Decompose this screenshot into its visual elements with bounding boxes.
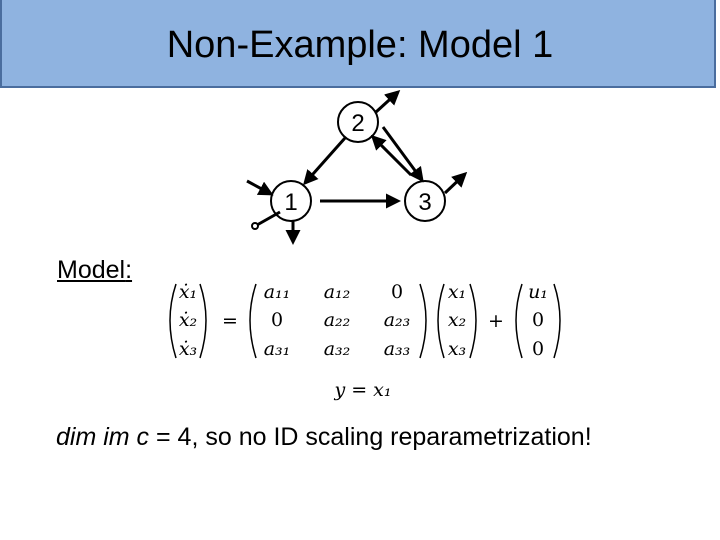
edge-input-to-1 <box>246 179 274 196</box>
conclusion-italic: dim im c <box>56 423 150 451</box>
model-equation: ẋ₁ ẋ₂ ẋ₃ = a₁₁ a₁₂ 0 0 a₂₂ a₂₃ a₃₁ a₃₂ a… <box>169 281 561 401</box>
node-3-label: 3 <box>418 189 431 216</box>
matrix-entry: 0 <box>271 309 283 331</box>
title-bar <box>0 0 716 88</box>
matrix-entry: a₃₃ <box>384 338 411 360</box>
input-entry: 0 <box>532 338 544 360</box>
lhs-right-paren <box>199 283 207 359</box>
matrix-right-paren <box>419 283 427 359</box>
node-1-label: 1 <box>284 189 297 216</box>
model-label-colon: : <box>125 256 133 284</box>
slide-title: Non-Example: Model 1 <box>166 24 554 66</box>
model-label: Model: <box>57 256 132 285</box>
matrix-entry: a₃₂ <box>324 338 351 360</box>
state-entry: x₂ <box>448 309 466 331</box>
matrix-entry: a₃₁ <box>264 338 291 360</box>
state-left-paren <box>437 283 445 359</box>
edge-2-to-1 <box>303 137 347 186</box>
conclusion-text: dim im c = 4, so no ID scaling reparamet… <box>56 423 592 452</box>
edge-3-leak <box>443 171 468 195</box>
matrix-entry: a₂₃ <box>384 309 411 331</box>
matrix-entry: 0 <box>391 281 403 303</box>
edge-3-to-2 <box>370 134 413 177</box>
state-right-paren <box>469 283 477 359</box>
lhs-entry: ẋ₃ <box>179 338 197 360</box>
matrix-entry: a₁₁ <box>264 281 291 303</box>
matrix-left-paren <box>249 283 257 359</box>
output-node-marker <box>251 222 259 230</box>
lhs-entry: ẋ₁ <box>179 281 197 303</box>
equals-sign: = <box>222 310 238 332</box>
lhs-entry: ẋ₂ <box>179 309 197 331</box>
plus-sign: + <box>488 310 504 332</box>
conclusion-rest: = 4, so no ID scaling reparametrization! <box>149 423 592 451</box>
edge-2-leak <box>374 89 401 114</box>
node-2: 2 <box>337 101 379 143</box>
matrix-entry: a₁₂ <box>324 281 351 303</box>
input-entry: 0 <box>532 309 544 331</box>
edge-1-output <box>256 210 281 227</box>
model-label-text: Model <box>57 256 126 284</box>
input-right-paren <box>553 283 561 359</box>
node-3: 3 <box>404 180 446 222</box>
input-left-paren <box>515 283 523 359</box>
input-entry: u₁ <box>528 281 548 303</box>
matrix-entry: a₂₂ <box>324 309 351 331</box>
lhs-left-paren <box>169 283 177 359</box>
state-entry: x₃ <box>448 338 466 360</box>
state-entry: x₁ <box>448 281 466 303</box>
edge-2-to-3 <box>381 126 424 183</box>
node-2-label: 2 <box>351 110 364 137</box>
node-1: 1 <box>270 180 312 222</box>
output-equation: y = x₁ <box>333 379 391 401</box>
